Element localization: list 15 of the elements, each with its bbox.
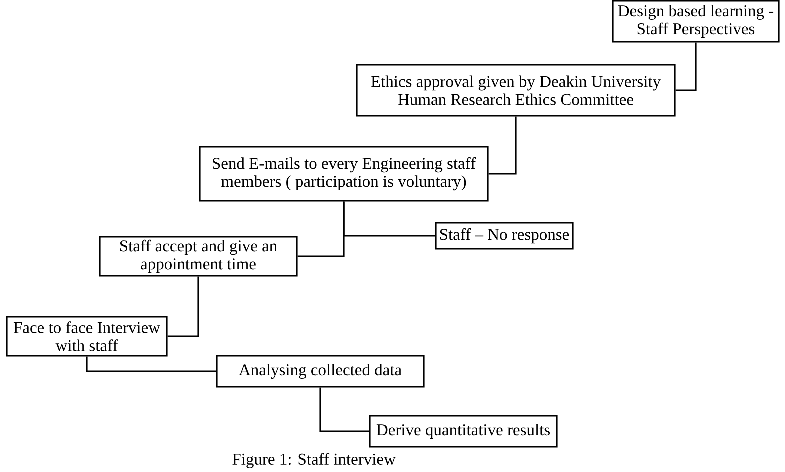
connector-line — [488, 116, 517, 175]
process-box: Design based learning - Staff Perspectives — [612, 0, 780, 43]
process-box: Send E-mails to every Engineering staff members ( participation is voluntary) — [199, 146, 489, 202]
connector-line — [320, 388, 370, 432]
connector-line — [676, 42, 697, 92]
process-box: Derive quantitative results — [369, 415, 558, 448]
caption: Figure 1: Staff interview — [232, 453, 396, 468]
process-box: Staff – No response — [435, 222, 574, 250]
process-box: Face to face Interview with staff — [6, 316, 168, 357]
process-box: Ethics approval given by Deakin University Human Research Ethics Committee — [356, 64, 676, 117]
connector-line — [168, 276, 200, 338]
connector-line — [298, 202, 345, 258]
connector-line — [86, 356, 216, 372]
process-box: Staff accept and give an appointment time — [99, 236, 298, 277]
process-box: Analysing collected data — [216, 355, 425, 388]
